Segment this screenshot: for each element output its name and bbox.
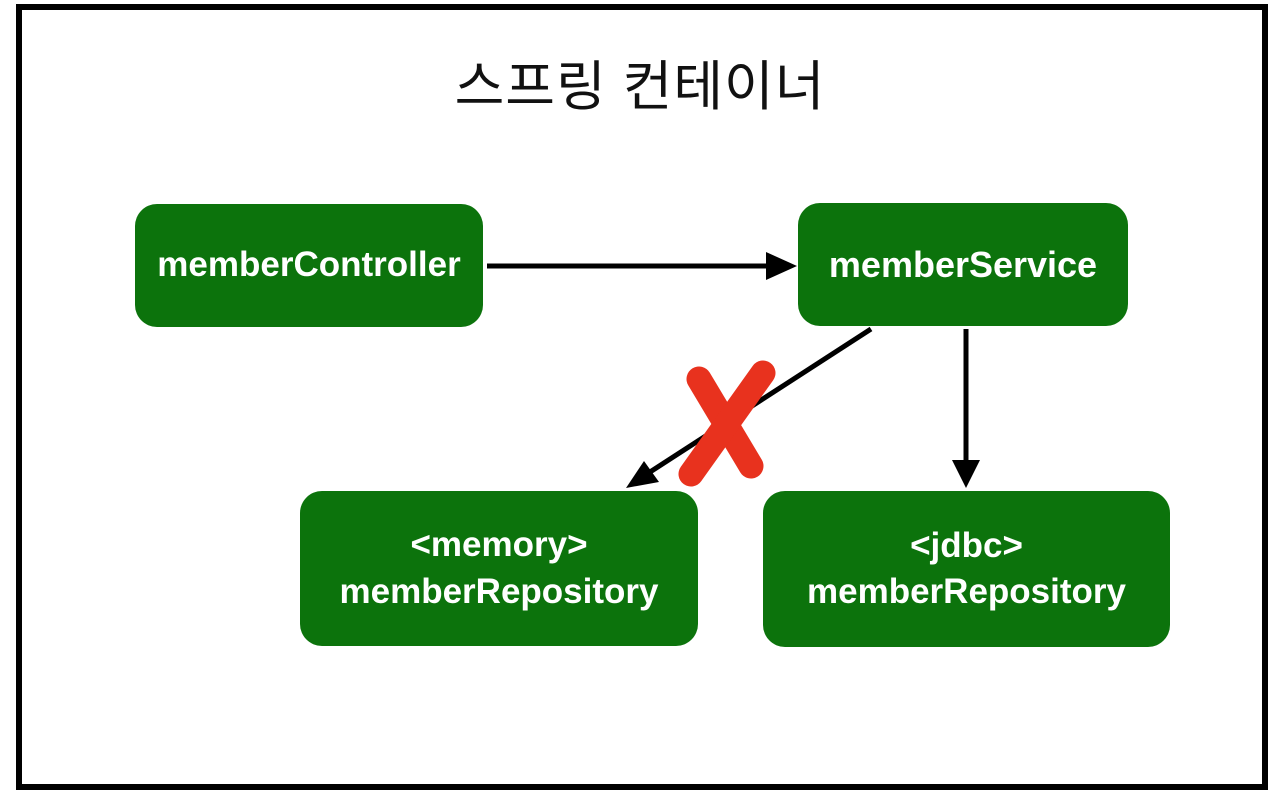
memory-repository-name-label: memberRepository bbox=[339, 571, 659, 611]
node-member-service: memberService bbox=[798, 203, 1128, 326]
node-member-controller: memberController bbox=[135, 204, 483, 327]
diagram-title: 스프링 컨테이너 bbox=[454, 57, 826, 117]
memory-repository-type-label: <memory> bbox=[410, 525, 588, 565]
jdbc-repository-name-label: memberRepository bbox=[807, 572, 1126, 611]
node-memory-member-repository: <memory> memberRepository bbox=[300, 491, 698, 646]
spring-container-frame bbox=[16, 4, 1268, 790]
jdbc-repository-type-label: <jdbc> bbox=[910, 525, 1023, 565]
member-service-label: memberService bbox=[828, 243, 1098, 285]
member-controller-label: memberController bbox=[157, 245, 461, 285]
node-jdbc-member-repository: <jdbc> memberRepository bbox=[763, 491, 1170, 647]
